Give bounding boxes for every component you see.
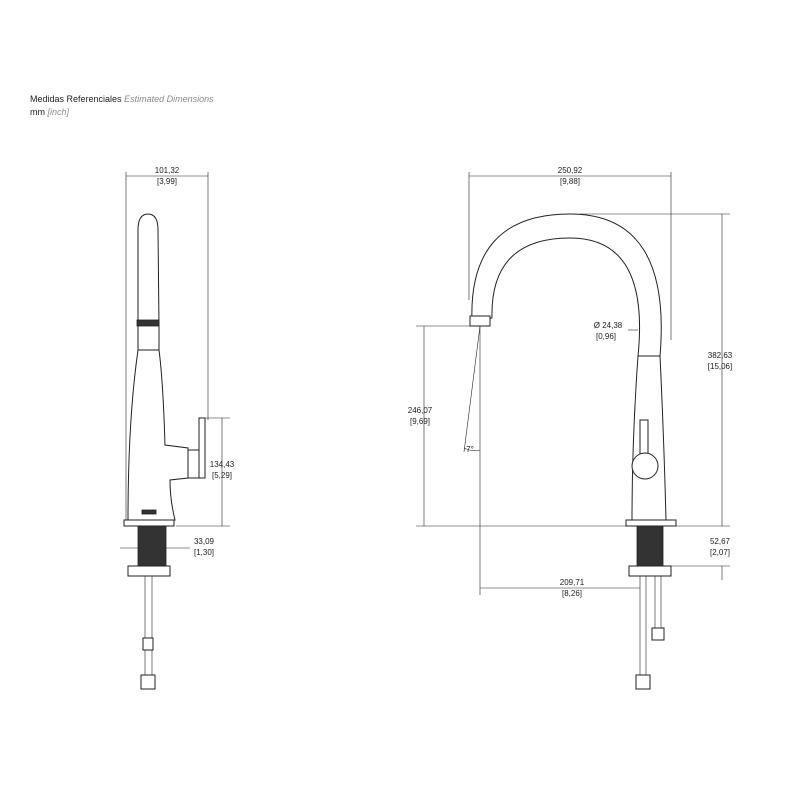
header-units: mm [inch]: [30, 106, 69, 118]
front-diameter-in: [0,96]: [596, 332, 616, 341]
unit-inch: [inch]: [47, 107, 70, 117]
front-angle: 7°: [466, 445, 474, 454]
front-mounting-nut: [628, 565, 672, 577]
side-sensor: [141, 509, 157, 515]
front-spout-height-mm: 246,07: [408, 406, 433, 415]
front-view: 250,92 [9,88] Ø 24,38 [0,96] 382,63 [15,…: [408, 166, 733, 690]
unit-mm: mm: [30, 107, 45, 117]
title-spanish: Medidas Referenciales: [30, 94, 122, 104]
front-total-height-in: [15,06]: [708, 362, 732, 371]
front-spout-height-in: [9,69]: [410, 417, 430, 426]
front-hose-connector: [651, 627, 665, 641]
side-spout: [137, 213, 160, 351]
side-handle-height-mm: 134,43: [210, 460, 235, 469]
side-handle-lever: [198, 417, 206, 479]
front-reach-mm: 209,71: [560, 578, 585, 587]
front-base-plate: [625, 519, 677, 527]
front-diameter-mm: Ø 24,38: [594, 321, 623, 330]
side-body: [127, 349, 189, 521]
front-width-in: [9,88]: [560, 177, 580, 186]
side-hose-connector: [142, 637, 154, 651]
side-view: 101,32 [3,99] 134,43 [5,29] 33,09 [1,30]: [120, 166, 235, 690]
front-base-in: [2,07]: [710, 548, 730, 557]
front-handle-knob: [631, 452, 659, 480]
front-gooseneck: [471, 213, 662, 357]
front-body: [631, 355, 667, 521]
side-shank-mm: 33,09: [194, 537, 215, 546]
front-aerator: [469, 315, 491, 327]
side-width-in: [3,99]: [157, 177, 177, 186]
title-english: Estimated Dimensions: [124, 94, 214, 104]
side-aerator-ring: [136, 319, 160, 327]
front-handle-lever: [639, 419, 649, 459]
side-base-plate: [123, 519, 175, 527]
side-threaded-shank: [137, 525, 167, 567]
header-title: Medidas Referenciales Estimated Dimensio…: [30, 93, 214, 105]
side-mounting-nut: [127, 565, 171, 577]
side-shank-in: [1,30]: [194, 548, 214, 557]
front-base-mm: 52,67: [710, 537, 731, 546]
side-width-mm: 101,32: [155, 166, 180, 175]
side-handle-height-in: [5,29]: [212, 471, 232, 480]
front-reach-in: [8,26]: [562, 589, 582, 598]
front-width-mm: 250,92: [558, 166, 583, 175]
front-total-height-mm: 382,63: [708, 351, 733, 360]
front-threaded-shank: [636, 525, 664, 567]
front-hose-end: [635, 674, 651, 690]
side-hose-end: [140, 674, 156, 690]
